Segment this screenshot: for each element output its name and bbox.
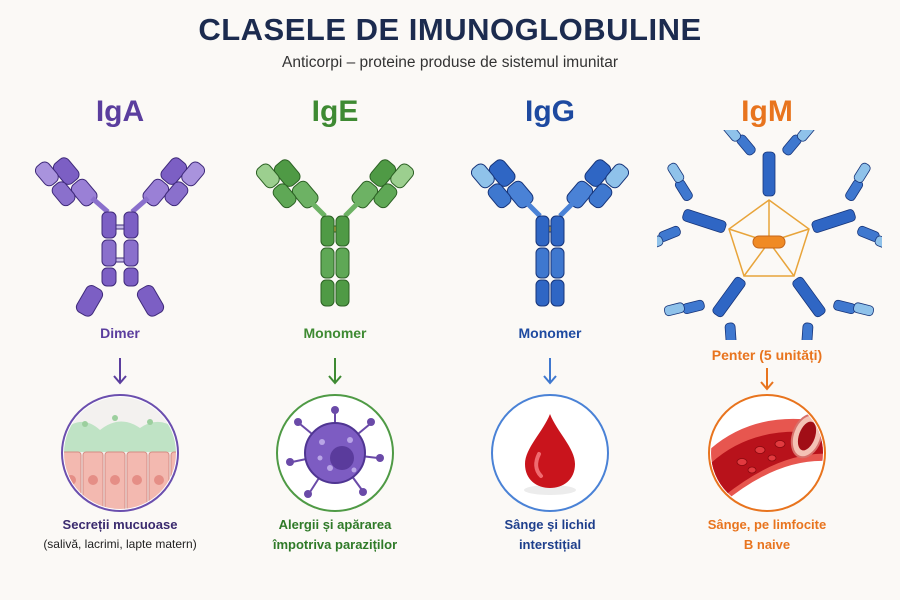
ige-column: IgE Monomer Alergii și a [225, 0, 445, 600]
description-sub-ige: împotriva paraziților [272, 537, 398, 552]
class-name-igg: IgG [525, 95, 575, 128]
ige-monomer-antibody-icon [255, 159, 415, 307]
structure-label-ige: Monomer [303, 325, 367, 341]
description-main-igg: Sânge și lichid [504, 517, 596, 532]
description-sub-igg: interstițial [518, 537, 582, 552]
arrow-down-icon [328, 358, 342, 385]
blood-drop-icon [491, 394, 609, 512]
class-name-ige: IgE [311, 95, 359, 128]
page-title: CLASELE DE IMUNOGLOBULINE [198, 12, 702, 47]
iga-column: IgA Dimer [10, 0, 230, 600]
igg-monomer-antibody-icon [470, 159, 630, 307]
structure-label-igm: Penter (5 unități) [711, 347, 823, 363]
igm-pentamer-antibody-icon [657, 130, 882, 340]
igg-column: IgG Monomer Sânge și lichid interstițial [440, 0, 660, 600]
description-main-ige: Alergii și apărarea [278, 517, 392, 532]
class-name-igm: IgM [741, 95, 793, 128]
structure-label-iga: Dimer [100, 325, 140, 341]
description-main-iga: Secreții mucuoase [62, 517, 178, 532]
blood-vessel-icon [708, 394, 826, 512]
arrow-down-icon [760, 368, 774, 391]
description-sub-igm: B naive [743, 537, 791, 552]
description-main-igm: Sânge, pe limfocite [707, 517, 827, 532]
class-name-iga: IgA [95, 95, 145, 128]
arrow-down-icon [543, 358, 557, 385]
description-sub-iga: (salivă, lacrimi, lapte matern) [43, 537, 197, 551]
igm-column: IgM Penter (5 unități) [657, 0, 882, 600]
structure-label-igg: Monomer [518, 325, 582, 341]
parasite-icon [276, 394, 394, 512]
mucosal-epithelium-icon [61, 394, 179, 512]
iga-dimer-antibody-icon [34, 157, 206, 317]
page-subtitle: Anticorpi – proteine produse de sistemul… [281, 54, 618, 71]
arrow-down-icon [113, 358, 127, 385]
